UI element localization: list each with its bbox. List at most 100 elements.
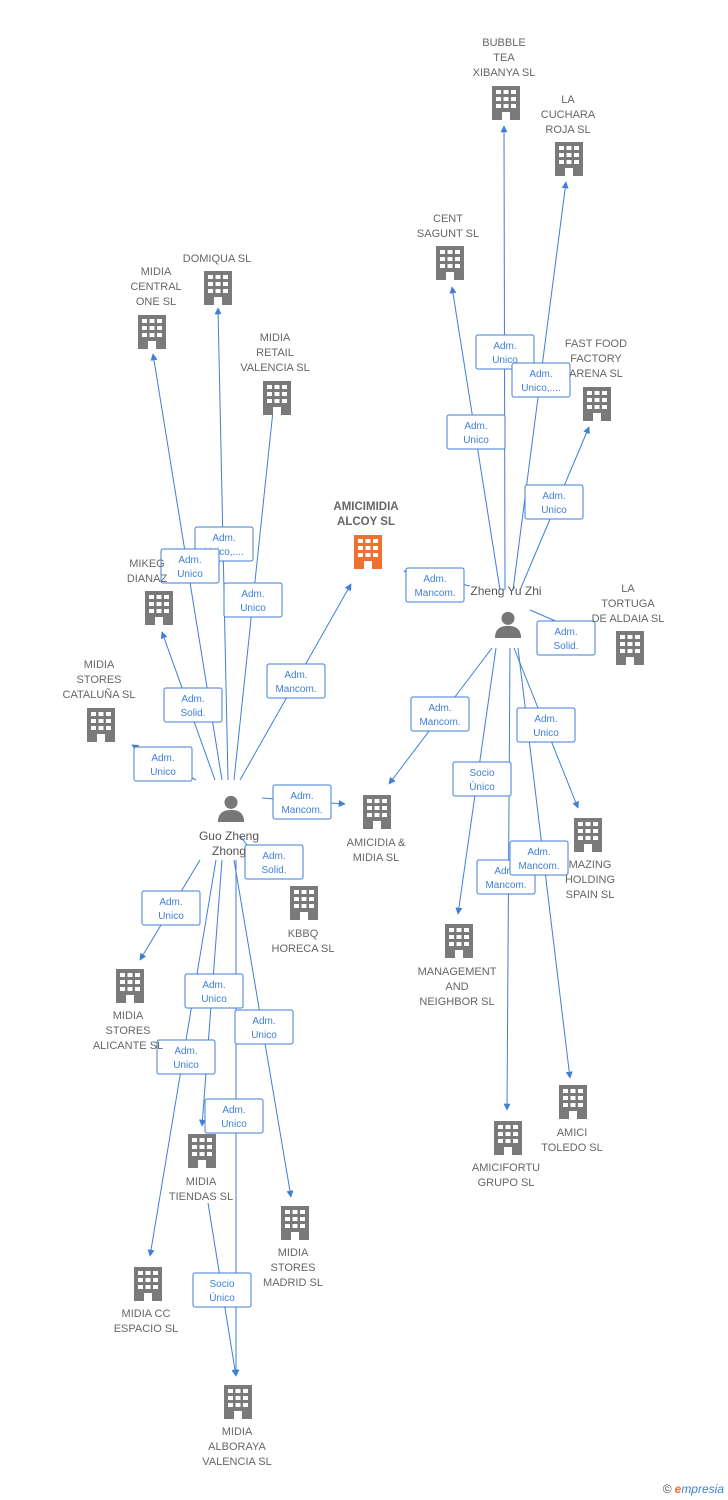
- relation-badge-zheng-toledo[interactable]: Adm.Mancom.: [509, 840, 569, 876]
- building-icon: [354, 535, 382, 569]
- relation-badge-text: Mancom.: [419, 717, 460, 728]
- relation-badge-text: Único: [469, 780, 495, 793]
- company-label: HORECA SL: [272, 943, 335, 955]
- building-icon: [559, 1085, 587, 1119]
- relation-badge-text: Solid.: [261, 865, 286, 876]
- company-label: MANAGEMENT: [418, 966, 497, 978]
- relation-badge-text: Adm.: [493, 341, 516, 352]
- company-label: RETAIL: [256, 347, 294, 359]
- company-label: VALENCIA SL: [202, 1456, 272, 1468]
- company-label: TIENDAS SL: [169, 1191, 233, 1203]
- company-label: ALICANTE SL: [93, 1040, 163, 1052]
- relation-badge-zheng-tortuga[interactable]: Adm.Solid.: [536, 620, 596, 656]
- company-node-amicidia[interactable]: AMICIDIA &MIDIA SL: [347, 795, 406, 864]
- company-label: MIDIA: [84, 659, 115, 671]
- company-label: XIBANYA SL: [473, 67, 536, 79]
- building-icon: [204, 271, 232, 305]
- footer-brand[interactable]: ©empresia: [663, 1482, 724, 1496]
- company-label: NEIGHBOR SL: [419, 996, 494, 1008]
- relation-badge-guo-alboraya[interactable]: Adm.Unico: [204, 1098, 264, 1134]
- relation-badge-zheng-cent[interactable]: Adm.Unico: [446, 414, 506, 450]
- relation-badge-guo-central[interactable]: Adm.Unico: [160, 548, 220, 584]
- relation-badge-text: Unico: [150, 767, 176, 778]
- company-label: FACTORY: [570, 353, 622, 365]
- company-label: MIDIA: [278, 1247, 309, 1259]
- relation-badge-guo-ccespacio[interactable]: Adm.Unico: [156, 1039, 216, 1075]
- company-node-domiqua[interactable]: DOMIQUA SL: [183, 253, 251, 305]
- company-label: SPAIN SL: [566, 889, 615, 901]
- relation-badge-text: Adm.: [262, 851, 285, 862]
- copyright-symbol: ©: [662, 1482, 672, 1496]
- person-label: Zheng Yu Zhi: [470, 584, 541, 598]
- relation-badge-guo-madrid[interactable]: Adm.Unico: [234, 1009, 294, 1045]
- building-icon: [616, 631, 644, 665]
- relation-badge-text: Mancom.: [414, 588, 455, 599]
- relation-badge-text: Único: [209, 1291, 235, 1304]
- building-icon: [494, 1121, 522, 1155]
- building-icon: [583, 387, 611, 421]
- building-icon: [290, 886, 318, 920]
- relation-badge-guo-kbbq[interactable]: Adm. Solid.: [244, 844, 304, 880]
- relation-badge-zheng-amicimidia[interactable]: Adm.Mancom.: [405, 567, 465, 603]
- relation-badge-text: Socio: [469, 768, 494, 779]
- person-node-zheng[interactable]: Zheng Yu Zhi: [470, 584, 542, 638]
- relation-badge-text: Adm.: [527, 847, 550, 858]
- relation-badge-text: Adm.: [534, 714, 557, 725]
- relation-badge-guo-retail[interactable]: Adm.Unico: [223, 582, 283, 618]
- relation-badge-text: Mancom.: [275, 684, 316, 695]
- relation-badge-zheng-cuchara[interactable]: Adm.Unico,....: [511, 362, 571, 398]
- relation-badge-guo-alicante[interactable]: Adm.Unico: [141, 890, 201, 926]
- person-label: Guo Zheng: [199, 829, 259, 843]
- relation-badge-guo-amicidia[interactable]: Adm.Mancom.: [272, 784, 332, 820]
- building-icon: [145, 591, 173, 625]
- building-icon: [116, 969, 144, 1003]
- relation-badge-text: Adm.: [542, 491, 565, 502]
- building-icon: [188, 1134, 216, 1168]
- relation-badge-text: Unico: [177, 569, 203, 580]
- relation-badge-text: Adm.: [241, 589, 264, 600]
- relation-badge-zheng-bubble[interactable]: Adm.Unico: [475, 334, 535, 370]
- empresia-logo: empresia: [674, 1482, 724, 1496]
- relation-badge-guo-amicimidia[interactable]: Adm.Mancom.: [266, 663, 326, 699]
- building-icon: [87, 708, 115, 742]
- relation-badge-text: Solid.: [180, 708, 205, 719]
- company-label: VALENCIA SL: [240, 362, 310, 374]
- relation-badge-text: Unico: [158, 911, 184, 922]
- relation-badge-text: Adm.: [494, 866, 517, 877]
- relation-badge-guo-cataluna[interactable]: Adm.Unico: [133, 746, 193, 782]
- relation-badge-guo-tiendas[interactable]: Adm.Unico: [184, 973, 244, 1009]
- company-label: DE ALDAIA SL: [592, 613, 665, 625]
- relation-badge-text: Unico: [201, 994, 227, 1005]
- relation-badge-zheng-amazing[interactable]: Adm.Unico: [516, 707, 576, 743]
- relation-badge-zheng-amicidia[interactable]: Adm.Mancom.: [410, 696, 470, 732]
- company-label: MADRID SL: [263, 1277, 323, 1289]
- relation-badge-zheng-fastfood[interactable]: Adm.Unico: [524, 484, 584, 520]
- company-label: MIDIA: [141, 266, 172, 278]
- building-icon: [138, 315, 166, 349]
- relation-badge-guo-mikeg[interactable]: Adm.Solid.: [163, 687, 223, 723]
